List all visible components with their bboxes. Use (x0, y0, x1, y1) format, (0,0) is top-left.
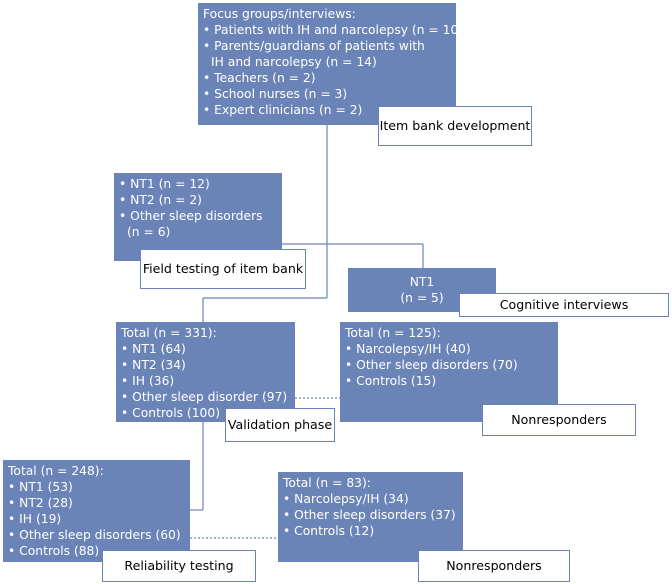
field-testing-box: • NT1 (n = 12) • NT2 (n = 2) • Other sle… (114, 173, 282, 261)
list-item: • NT2 (28) (8, 496, 73, 510)
list-item: • Narcolepsy/IH (40) (345, 342, 471, 356)
list-item: • Controls (88) (8, 544, 100, 558)
list-item: • NT2 (n = 2) (119, 193, 202, 207)
list-item: • NT1 (53) (8, 480, 73, 494)
cognitive-interviews-label: Cognitive interviews (459, 293, 669, 317)
nonresponders-title: Total (n = 125): (345, 326, 441, 340)
list-item: • Parents/guardians of patients with (203, 39, 425, 53)
item-bank-development-label: Item bank development (378, 106, 532, 146)
nonresponders-label-1: Nonresponders (482, 404, 636, 436)
nonresponders-box-2: Total (n = 83): • Narcolepsy/IH (34) • O… (278, 472, 463, 562)
nonresponders-label-2: Nonresponders (418, 550, 570, 582)
list-item: • NT1 (64) (121, 342, 186, 356)
list-item: • School nurses (n = 3) (203, 87, 348, 101)
reliability-testing-label: Reliability testing (102, 550, 256, 582)
list-item: • Patients with IH and narcolepsy (n = 1… (203, 23, 456, 37)
list-item: • IH (19) (8, 512, 62, 526)
nonresponders-title: Total (n = 83): (283, 476, 371, 490)
list-item-continued: IH and narcolepsy (n = 14) (211, 55, 377, 69)
focus-groups-title: Focus groups/interviews: (203, 7, 356, 21)
focus-groups-box: Focus groups/interviews: • Patients with… (198, 3, 456, 125)
list-item: • Controls (15) (345, 374, 437, 388)
list-item: • NT1 (n = 12) (119, 177, 210, 191)
reliability-box: Total (n = 248): • NT1 (53) • NT2 (28) •… (3, 460, 190, 562)
list-item: • IH (36) (121, 374, 175, 388)
validation-box: Total (n = 331): • NT1 (64) • NT2 (34) •… (116, 322, 295, 422)
list-item: • Other sleep disorders (70) (345, 358, 518, 372)
list-item: • Other sleep disorders (119, 209, 263, 223)
cognitive-group: NT1 (409, 275, 435, 289)
list-item: • Controls (12) (283, 524, 375, 538)
list-item: • Controls (100) (121, 406, 221, 420)
cognitive-count: (n = 5) (400, 291, 444, 305)
field-testing-label: Field testing of item bank (140, 249, 306, 289)
validation-phase-label: Validation phase (225, 408, 335, 442)
list-item: • Other sleep disorders (37) (283, 508, 456, 522)
list-item: • Narcolepsy/IH (34) (283, 492, 409, 506)
list-item: • Teachers (n = 2) (203, 71, 316, 85)
reliability-title: Total (n = 248): (8, 464, 104, 478)
validation-title: Total (n = 331): (121, 326, 217, 340)
list-item: • NT2 (34) (121, 358, 186, 372)
list-item: • Other sleep disorder (97) (121, 390, 288, 404)
list-item-continued: (n = 6) (127, 225, 171, 239)
list-item: • Other sleep disorders (60) (8, 528, 181, 542)
list-item: • Expert clinicians (n = 2) (203, 103, 363, 117)
